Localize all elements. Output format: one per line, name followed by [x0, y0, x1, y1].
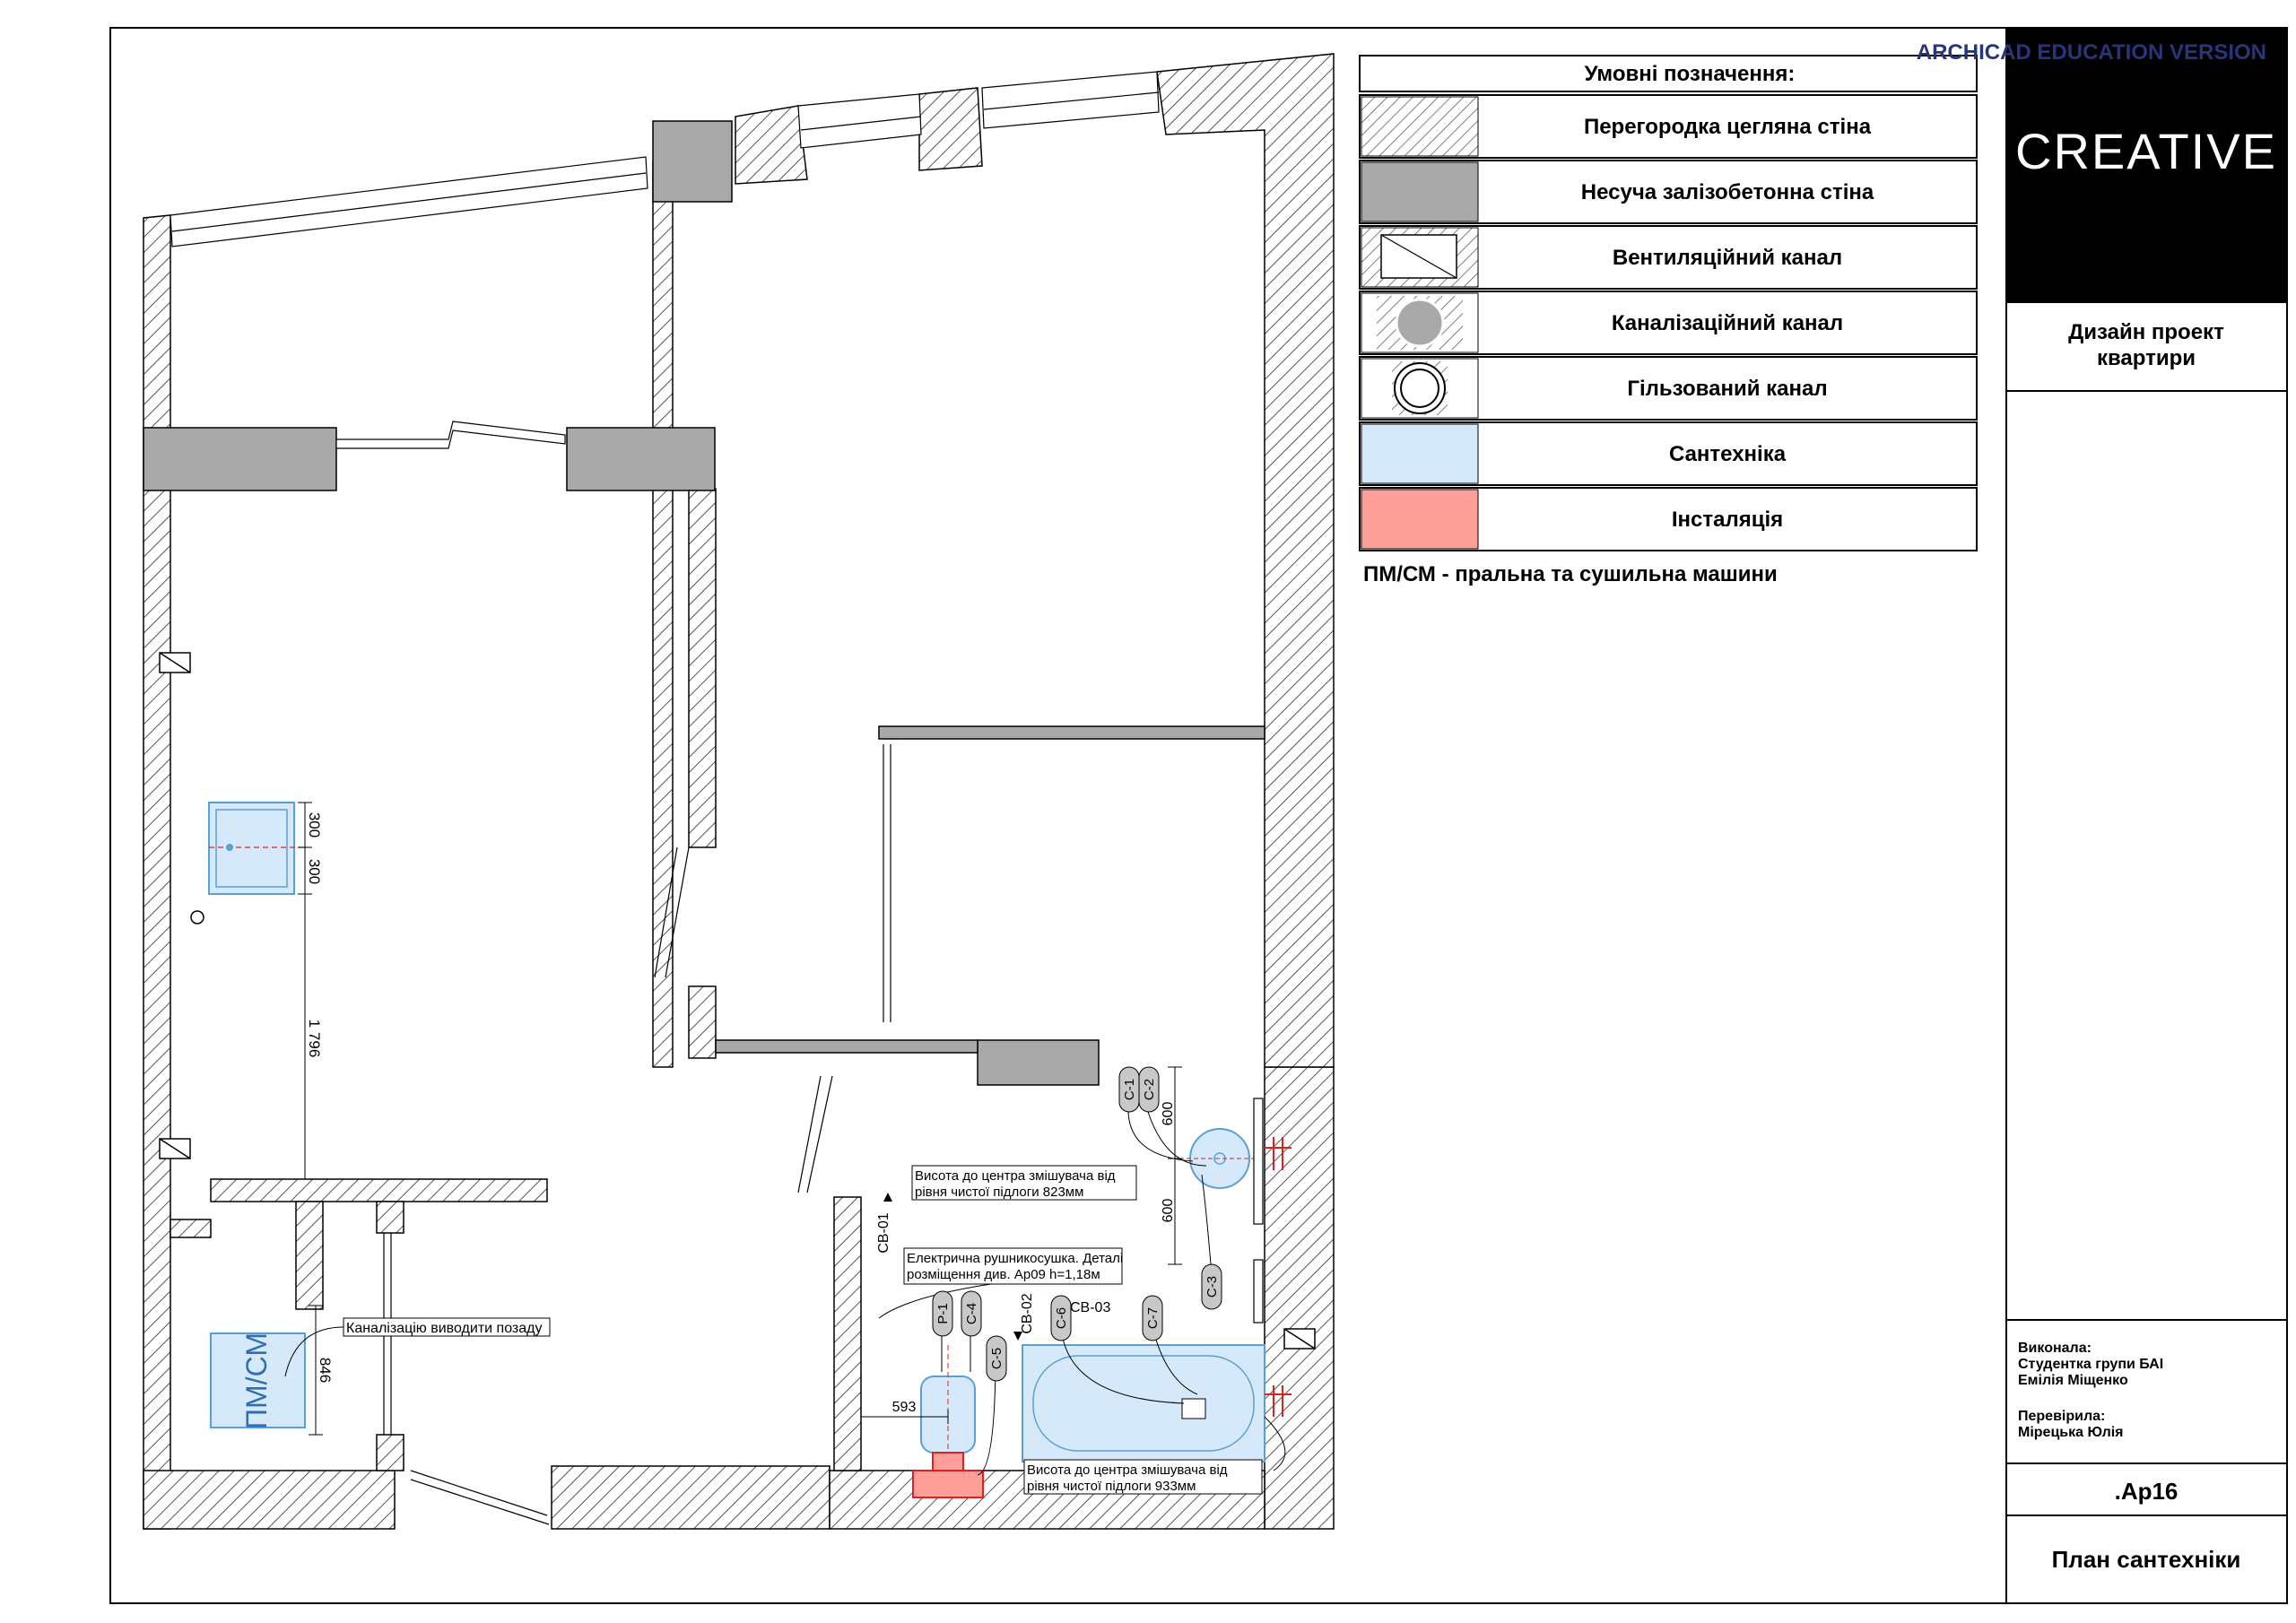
- balcony-door: [335, 421, 566, 449]
- title-block: CREATIVE ARCHICAD EDUCATION VERSION Диза…: [1917, 28, 2287, 1573]
- tag-c2: С-2: [1142, 1079, 1157, 1100]
- swatch-sewer: [1361, 292, 1479, 353]
- wall-corridor-3: [376, 1201, 404, 1234]
- checked-name: Мірецька Юлія: [2018, 1425, 2124, 1440]
- wall-mid-vertical-2: [688, 985, 717, 1059]
- tag-c5: С-5: [989, 1348, 1004, 1369]
- shelf: [1253, 1259, 1264, 1324]
- window-top-right: [981, 71, 1160, 129]
- legend-label-plumbing: Сантехніка: [1669, 442, 1787, 466]
- watermark: ARCHICAD EDUCATION VERSION: [1917, 40, 2266, 65]
- door-entrance: [410, 1470, 548, 1516]
- tag-c1: С-1: [1122, 1079, 1137, 1100]
- tag-c3: С-3: [1205, 1276, 1220, 1298]
- door-bath: [806, 1075, 833, 1193]
- legend-label-installation: Інсталяція: [1672, 508, 1783, 532]
- wall-mid-vertical: [688, 488, 717, 848]
- swatch-vent: [1361, 227, 1479, 288]
- pipe-tags: С-1 С-2 С-3 Р-1 С-4 С-5 С-6 С-7: [932, 1066, 1222, 1382]
- performed-label: Виконала:: [2018, 1341, 2092, 1356]
- towel-note-line1: Електрична рушникосушка. Деталі: [907, 1251, 1123, 1266]
- dim-600-b: 600: [1161, 1199, 1176, 1223]
- wall-top-segment-2: [918, 87, 983, 171]
- legend-label-brick: Перегородка цегляна стіна: [1584, 115, 1872, 139]
- logo-text: CREATIVE: [2015, 123, 2277, 179]
- mirror-cabinet: [1253, 1098, 1264, 1225]
- section-cb03: СВ-03: [1070, 1300, 1110, 1315]
- wall-top-right: [1156, 53, 1335, 1068]
- project-line2: квартири: [2097, 346, 2196, 370]
- legend-label-vent: Вентиляційний канал: [1613, 246, 1842, 270]
- legend-title: Умовні позначення:: [1585, 62, 1796, 86]
- performed-line1: Студентка групи БАІ: [2018, 1357, 2163, 1372]
- mixer-note-1-line2: рівня чистої підлоги 823мм: [915, 1185, 1083, 1200]
- concrete-wall-left: [143, 427, 337, 491]
- legend: Умовні позначення:: [1359, 55, 1978, 586]
- sewer-riser: [190, 910, 204, 924]
- wall-left-outer: [143, 214, 171, 1530]
- dim-593: 593: [892, 1400, 917, 1415]
- concrete-wall-bottom: [977, 1039, 1100, 1086]
- dim-300-a: 300: [306, 812, 323, 838]
- door-left-room: [665, 846, 690, 978]
- floor-plan: 300 300 1 796 846 ПМ/СМ Каналізацію виво…: [143, 53, 1335, 1530]
- concrete-wall-mid: [566, 427, 716, 491]
- swatch-installation: [1361, 489, 1479, 550]
- legend-label-sewer: Каналізаційний канал: [1612, 311, 1843, 335]
- wall-top-segment: [735, 105, 808, 185]
- wall-right-outer: [1264, 1066, 1335, 1530]
- project-line1: Дизайн проект: [2068, 320, 2224, 344]
- swatch-concrete: [1361, 161, 1479, 222]
- bathtub: [1022, 1344, 1265, 1462]
- sheet-frame: [109, 27, 2288, 1604]
- wall-left-room: [170, 1219, 212, 1238]
- bathroom-sink: [1179, 1128, 1265, 1189]
- dim-600-a: 600: [1161, 1102, 1176, 1126]
- wall-bottom-left: [143, 1470, 396, 1530]
- logo-box: [2006, 28, 2287, 303]
- dim-1796: 1 796: [306, 1020, 323, 1058]
- tag-c6: С-6: [1054, 1307, 1069, 1329]
- wall-corridor-4: [376, 1434, 404, 1471]
- window-top-mid: [797, 93, 922, 149]
- sheet-title: План сантехніки: [2052, 1546, 2241, 1573]
- tag-c4: С-4: [964, 1303, 979, 1324]
- wall-bath-left: [833, 1196, 862, 1471]
- wall-corridor-2: [295, 1201, 324, 1310]
- mixer-note-2-line2: рівня чистої підлоги 933мм: [1027, 1479, 1196, 1494]
- concrete-wall-corridor: [715, 1039, 978, 1054]
- wall-bottom: [551, 1465, 831, 1530]
- tag-c7: С-7: [1145, 1307, 1161, 1329]
- sheet-code: .Ар16: [2115, 1478, 2179, 1505]
- concrete-column-top: [652, 120, 733, 203]
- sink-left: [208, 802, 305, 895]
- svg-text:ПМ/СМ: ПМ/СМ: [240, 1332, 273, 1429]
- wall-corridor: [210, 1178, 548, 1202]
- dim-300-b: 300: [306, 859, 323, 884]
- swatch-plumbing: [1361, 423, 1479, 484]
- performed-line2: Емілія Міщенко: [2018, 1373, 2128, 1388]
- towel-note-line2: розміщення див. Ар09 h=1,18м: [907, 1267, 1100, 1282]
- sewer-note: Каналізацію виводити позаду: [346, 1321, 542, 1336]
- legend-label-concrete: Несуча залізобетонна стіна: [1581, 180, 1874, 204]
- concrete-wall-partition: [878, 725, 1265, 740]
- mixer-note-2-line1: Висота до центра змішувача від: [1027, 1462, 1228, 1478]
- tag-p1: Р-1: [935, 1303, 951, 1324]
- dim-846: 846: [317, 1358, 334, 1383]
- legend-label-sleeve: Гільзований канал: [1627, 377, 1827, 401]
- swatch-brick: [1361, 96, 1479, 157]
- checked-label: Перевірила:: [2018, 1409, 2105, 1424]
- washer-dryer: ПМ/СМ: [210, 1332, 306, 1429]
- mixer-note-1-line1: Висота до центра змішувача від: [915, 1168, 1116, 1184]
- legend-note: ПМ/СМ - пральна та сушильна машини: [1363, 562, 1778, 586]
- section-cb02: СВ-02: [1020, 1293, 1035, 1333]
- swatch-sleeve: [1361, 358, 1479, 419]
- section-cb01: СВ-01: [876, 1212, 891, 1253]
